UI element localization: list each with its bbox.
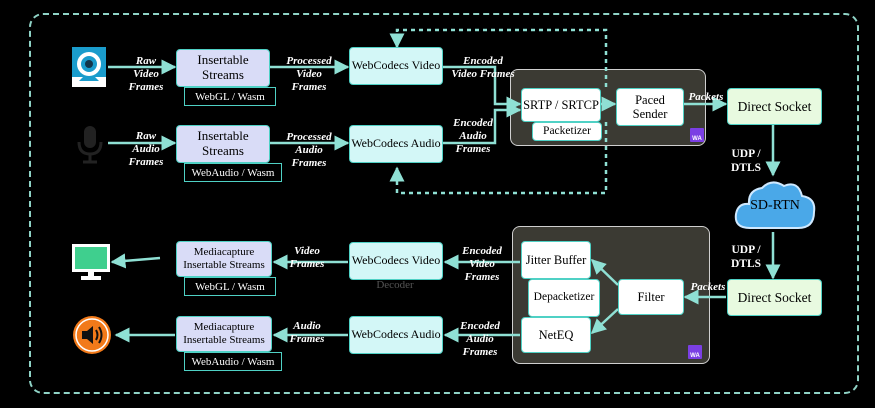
label-raw-video: Raw Video Frames	[128, 55, 164, 94]
label-udp-dtls-bottom: UDP / DTLS	[730, 244, 762, 270]
jitter-buffer-box: Jitter Buffer	[521, 241, 591, 279]
label-encoded-audio-top: Encoded Audio Frames	[453, 117, 493, 156]
feedback-audio	[389, 122, 608, 195]
arrow-mc-to-monitor	[110, 253, 161, 269]
sd-rtn-cloud: SD-RTN	[732, 176, 818, 232]
webcodecs-audio-decoder: WebCodecs Audio	[349, 316, 443, 354]
depacketizer-box: Depacketizer	[528, 279, 600, 317]
neteq-box: NetEQ	[521, 317, 591, 353]
monitor-icon	[71, 243, 111, 281]
arrow-wca-to-srtp	[443, 102, 522, 145]
arrow-filter-to-neteq	[590, 308, 619, 335]
arrow-filter-to-jitter	[590, 258, 619, 286]
webcodecs-video-decoder: WebCodecs Video	[349, 242, 443, 280]
label-encoded-audio-bottom: Encoded Audio Frames	[460, 320, 500, 359]
sd-rtn-label: SD-RTN	[750, 198, 800, 213]
webaudio-wasm-tag-top: WebAudio / Wasm	[184, 163, 282, 182]
webgl-wasm-tag-bottom: WebGL / Wasm	[184, 277, 276, 296]
label-encoded-video-bottom: Encoded Video Frames	[462, 245, 502, 284]
webgl-wasm-tag-top: WebGL / Wasm	[184, 87, 276, 106]
feedback-video	[389, 28, 608, 87]
label-raw-audio: Raw Audio Frames	[128, 130, 164, 169]
speaker-icon	[72, 315, 112, 355]
label-packets-bottom: Packets	[690, 281, 726, 293]
label-udp-dtls-top: UDP / DTLS	[730, 148, 762, 174]
webaudio-wasm-tag-bottom: WebAudio / Wasm	[184, 352, 282, 371]
video-decoder-sublabel: Decoder	[376, 279, 414, 291]
mediacapture-video: Mediacapture Insertable Streams	[176, 241, 272, 277]
webcodecs-video-encoder: WebCodecs Video	[349, 47, 443, 85]
label-audio-frames: Audio Frames	[289, 320, 325, 346]
insertable-streams-video: Insertable Streams	[176, 49, 270, 87]
insertable-streams-audio: Insertable Streams	[176, 125, 270, 163]
filter-box: Filter	[618, 279, 684, 315]
label-processed-audio: Processed Audio Frames	[286, 131, 332, 170]
label-packets-top: Packets	[688, 91, 724, 103]
microphone-icon	[75, 124, 105, 164]
webcam-icon	[72, 47, 106, 87]
wasm-badge-top: WA	[690, 128, 704, 142]
label-video-frames: Video Frames	[289, 245, 325, 271]
outer-frame	[29, 13, 859, 394]
wasm-badge-bottom: WA	[688, 345, 702, 359]
paced-sender-box: Paced Sender	[616, 88, 684, 126]
webcodecs-audio-encoder: WebCodecs Audio	[349, 125, 443, 163]
mediacapture-audio: Mediacapture Insertable Streams	[176, 316, 272, 352]
srtp-srtcp-box: SRTP / SRTCP	[521, 88, 601, 122]
direct-socket-top: Direct Socket	[727, 88, 822, 125]
direct-socket-bottom: Direct Socket	[727, 279, 822, 316]
packetizer-box: Packetizer	[532, 122, 602, 141]
label-encoded-video-top: Encoded Video Frames	[451, 55, 515, 81]
label-processed-video: Processed Video Frames	[286, 55, 332, 94]
